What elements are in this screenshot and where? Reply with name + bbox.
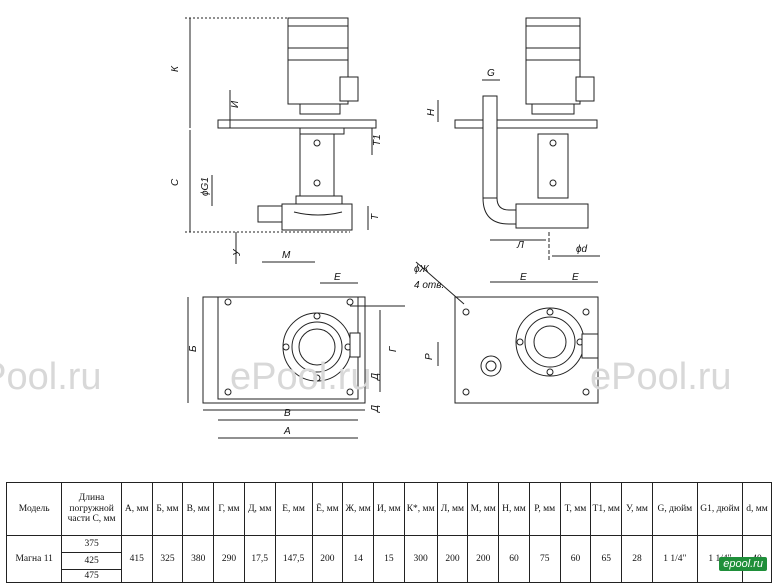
dim-d: ϕd xyxy=(576,244,588,255)
dim-G: G xyxy=(487,68,495,79)
value-cell: 1 1/4" xyxy=(651,535,698,583)
left-motor-body xyxy=(287,17,349,105)
header-cell: Модель xyxy=(5,482,63,536)
header-cell: И, мм xyxy=(373,482,405,536)
watermark-1: ePool.ru xyxy=(0,356,102,398)
dim-K: К xyxy=(170,65,181,72)
length-cell: 475 xyxy=(61,569,122,583)
length-cell: 425 xyxy=(61,552,122,570)
right-pipe-elbow xyxy=(482,197,521,225)
left-outlet xyxy=(257,205,283,223)
header-cell: G1, дюйм xyxy=(696,482,744,536)
header-cell: Л, мм xyxy=(436,482,469,536)
dim-L: Л xyxy=(516,240,524,251)
dim-E-left: Е xyxy=(334,272,341,283)
value-cell: 290 xyxy=(213,535,245,583)
header-cell: Р, мм xyxy=(528,482,561,536)
header-cell: М, мм xyxy=(467,482,500,536)
value-cell: 300 xyxy=(403,535,438,583)
header-cell: Е, мм xyxy=(274,482,313,536)
header-cell: Ж, мм xyxy=(342,482,374,536)
right-shaft-column xyxy=(537,133,569,199)
value-cell: 60 xyxy=(559,535,592,583)
dim-U: У xyxy=(232,248,243,257)
right-outlet-hole xyxy=(480,355,502,377)
value-cell: 14 xyxy=(342,535,374,583)
dim-D-2: Д xyxy=(370,405,381,413)
table-row: Магна 11 375 415 325 380 290 17,5 147,5 … xyxy=(5,535,772,583)
value-cell: 75 xyxy=(528,535,561,583)
header-cell: Н, мм xyxy=(498,482,530,536)
value-cell: 380 xyxy=(182,535,215,583)
dim-E-right-1: Е xyxy=(520,272,527,283)
dim-D-1: Д xyxy=(370,373,381,381)
header-cell: d, мм xyxy=(742,482,772,536)
header-cell: Т, мм xyxy=(559,482,592,536)
value-cell: 200 xyxy=(467,535,500,583)
left-pump-housing xyxy=(281,203,353,231)
value-cell: 147,5 xyxy=(274,535,313,583)
dim-P: Р xyxy=(424,353,435,360)
table-header-row: Модель Длина погружной части С, мм А, мм… xyxy=(5,482,772,536)
header-cell: G, дюйм xyxy=(651,482,698,536)
value-cell: 200 xyxy=(311,535,344,583)
header-cell: Д, мм xyxy=(243,482,276,536)
dim-E-right-2: Е xyxy=(572,272,579,283)
value-cell: 28 xyxy=(621,535,653,583)
header-cell: А, мм xyxy=(120,482,153,536)
value-cell: 60 xyxy=(498,535,530,583)
right-mounting-plate xyxy=(454,119,598,129)
dim-M: М xyxy=(282,250,291,261)
left-shaft-column xyxy=(299,133,335,199)
header-cell: В, мм xyxy=(182,482,215,536)
value-cell: 65 xyxy=(590,535,623,583)
header-cell: Ё, мм xyxy=(311,482,344,536)
site-logo: epool.ru xyxy=(719,557,767,571)
value-cell: 325 xyxy=(151,535,184,583)
dim-G-plate: Г xyxy=(388,345,399,352)
right-flange-outer xyxy=(515,307,585,377)
dim-T: Т xyxy=(370,213,381,220)
pump-dimension-drawing: К И T1 С ϕG1 Т У М G Н Л ϕd Е Е Е Б Г Д … xyxy=(170,17,600,439)
value-cell: 415 xyxy=(120,535,153,583)
dim-G1: ϕG1 xyxy=(200,177,211,196)
right-outlet-pipe xyxy=(482,95,498,199)
header-cell: Г, мм xyxy=(213,482,245,536)
model-cell: Магна 11 xyxy=(5,535,63,583)
header-cell: Б, мм xyxy=(151,482,184,536)
left-terminal-box xyxy=(339,76,359,102)
header-cell: Длина погружной части С, мм xyxy=(61,482,122,536)
left-mounting-plate xyxy=(217,119,377,129)
dim-A: А xyxy=(283,426,291,437)
dim-Zh: ϕЖ xyxy=(414,264,430,275)
right-terminal-box xyxy=(575,76,595,102)
watermark-3: ePool.ru xyxy=(590,356,732,398)
value-cell: 15 xyxy=(373,535,405,583)
dim-V: В xyxy=(284,408,291,419)
dim-C: С xyxy=(170,178,181,186)
header-cell: К*, мм xyxy=(403,482,438,536)
value-cell: 200 xyxy=(436,535,469,583)
dim-H: Н xyxy=(426,108,437,116)
dim-I: И xyxy=(230,100,241,108)
right-motor-body xyxy=(525,17,581,105)
value-cell: 17,5 xyxy=(243,535,276,583)
spec-table: Модель Длина погружной части С, мм А, мм… xyxy=(5,482,772,583)
header-cell: У, мм xyxy=(621,482,653,536)
right-pump-housing xyxy=(515,203,589,229)
dim-holes: 4 отв. xyxy=(414,280,444,291)
dim-T1: T1 xyxy=(372,134,383,146)
watermark-2: ePool.ru xyxy=(230,356,372,398)
dim-B: Б xyxy=(188,345,199,352)
header-cell: Т1, мм xyxy=(590,482,623,536)
length-cell: 375 xyxy=(61,535,122,553)
